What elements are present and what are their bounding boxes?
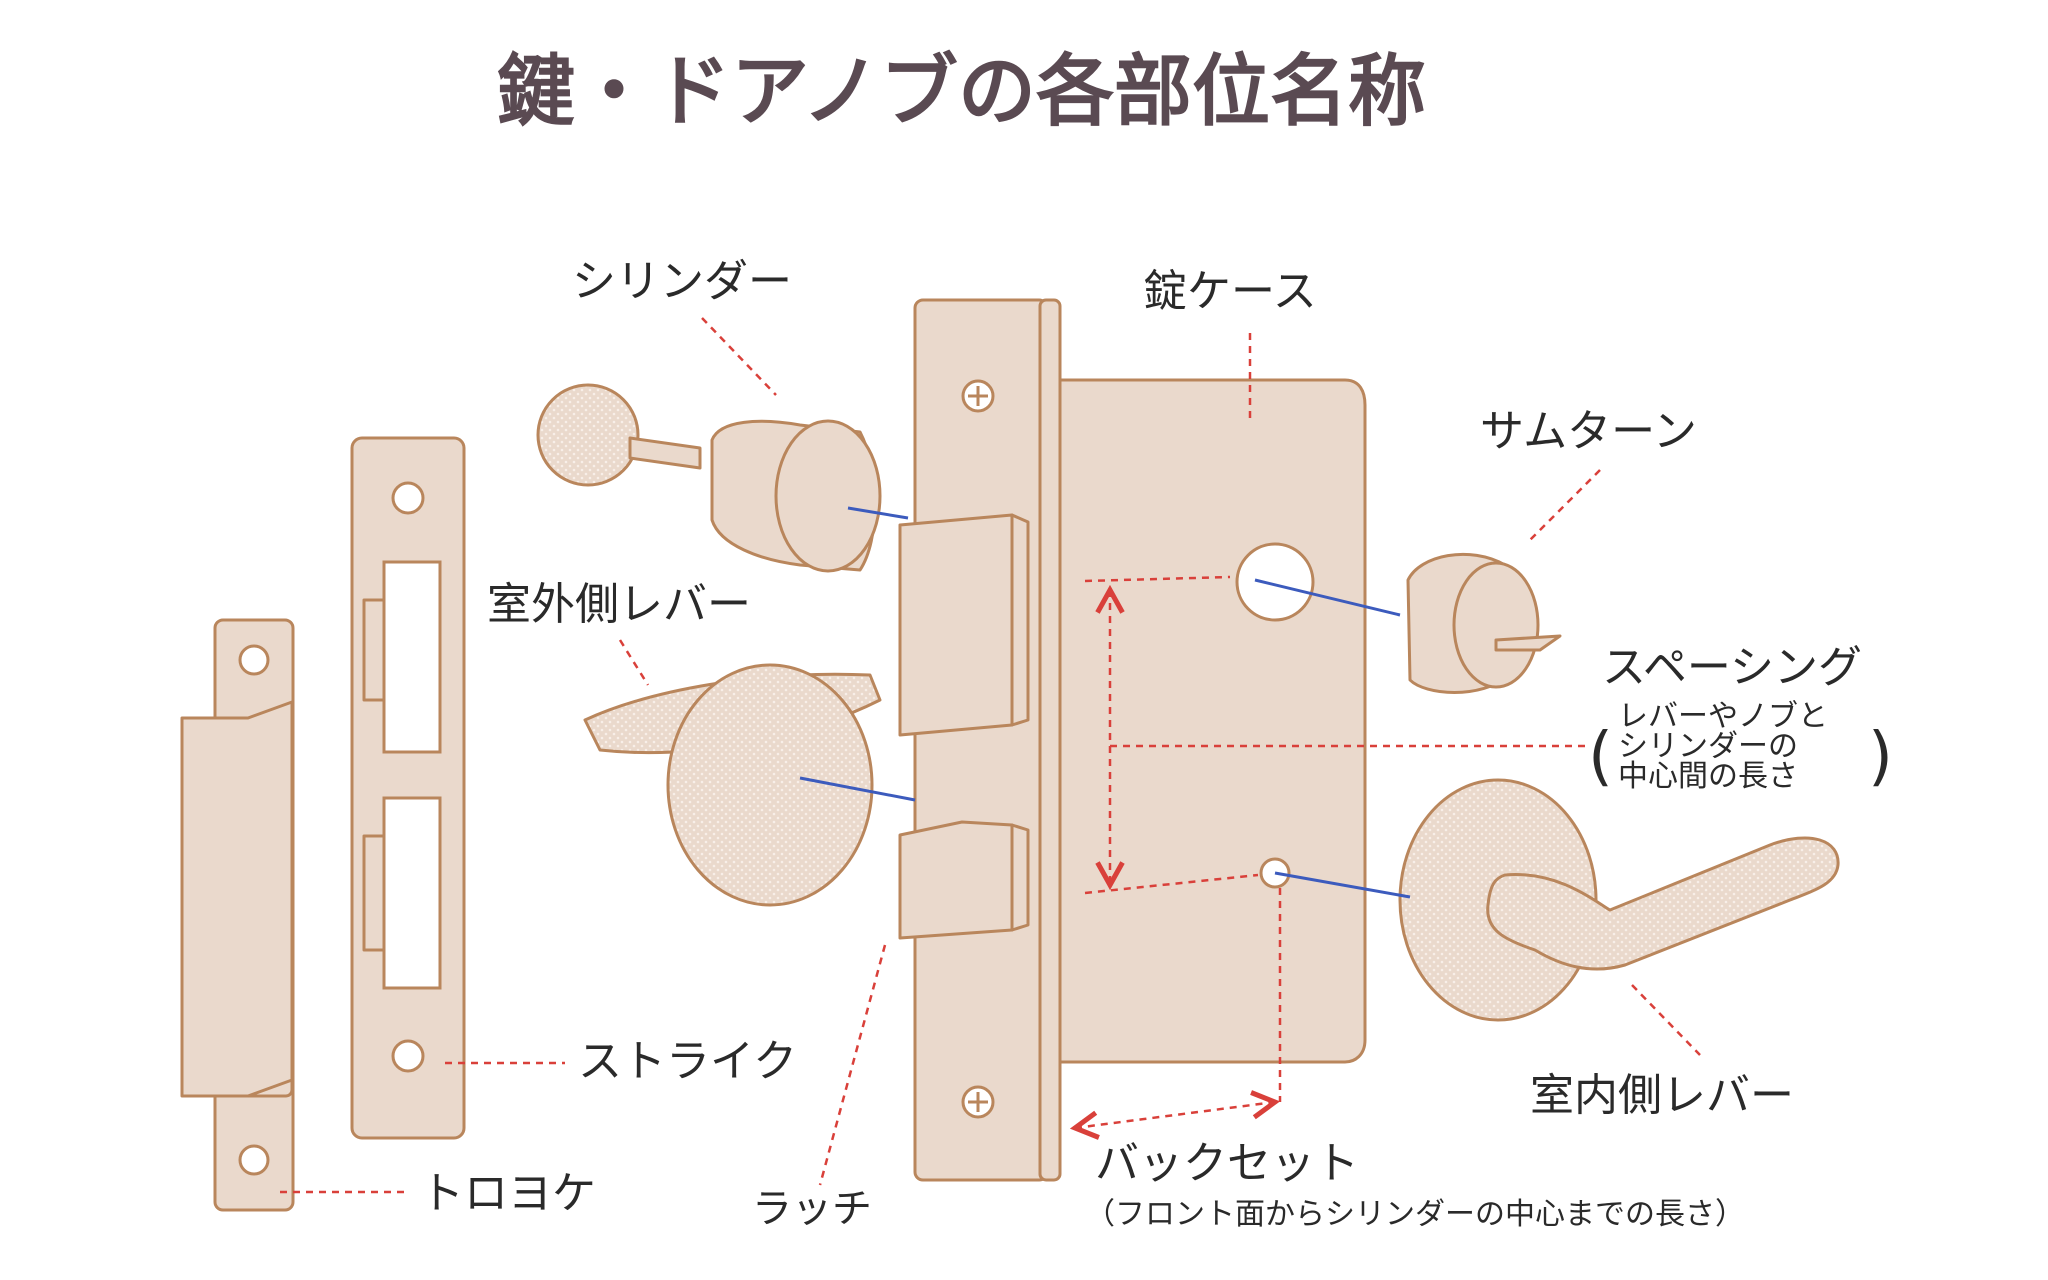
front-plate [913, 298, 1049, 1182]
label-latch: ラッチ [752, 1186, 872, 1232]
label-backset-note: （フロント面からシリンダーの中心までの長さ） [1085, 1197, 1745, 1232]
cylinder-key-head [536, 383, 640, 487]
deadbolt [898, 513, 1014, 737]
label-outside-lever: 室外側レバー [487, 579, 751, 630]
box-strike-bottom-hole [238, 1144, 270, 1176]
label-lock-case: 錠ケース [1143, 266, 1317, 317]
outside-lever [583, 663, 882, 907]
lock-body [898, 298, 1367, 1182]
cylinder-axis [847, 506, 909, 520]
label-box-strike: トロヨケ [420, 1168, 596, 1219]
label-spacing-note-2: シリンダーの [1618, 729, 1798, 764]
label-backset: バックセット [1095, 1138, 1359, 1189]
label-spacing-note-close: ) [1868, 720, 1893, 794]
lever-axis [799, 776, 916, 802]
label-spacing-note-3: 中心間の長さ [1618, 759, 1798, 794]
cylinder [536, 383, 882, 573]
cylinder-hole [1235, 542, 1315, 622]
lock-case [1038, 378, 1367, 1064]
label-cylinder: シリンダー [572, 256, 792, 307]
thumb-turn [1406, 552, 1562, 694]
strike-plate [350, 436, 466, 1140]
label-thumb-turn: サムターン [1480, 406, 1697, 457]
cylinder-axis-2 [1254, 578, 1401, 617]
label-spacing: スペーシング [1602, 642, 1862, 693]
box-strike-top-hole [238, 644, 270, 676]
lever-axis-2 [1274, 871, 1411, 899]
label-spacing-note-1: レバーやノブと [1618, 699, 1828, 734]
label-inside-lever: 室内側レバー [1530, 1070, 1794, 1121]
label-strike: ストライク [578, 1036, 797, 1087]
box-strike [180, 618, 295, 1212]
label-spacing-note-open: ( [1588, 720, 1613, 794]
latch-bolt [898, 820, 1014, 940]
page-title: 鍵・ドアノブの各部位名称 [497, 47, 1426, 137]
inside-lever [1398, 778, 1840, 1022]
